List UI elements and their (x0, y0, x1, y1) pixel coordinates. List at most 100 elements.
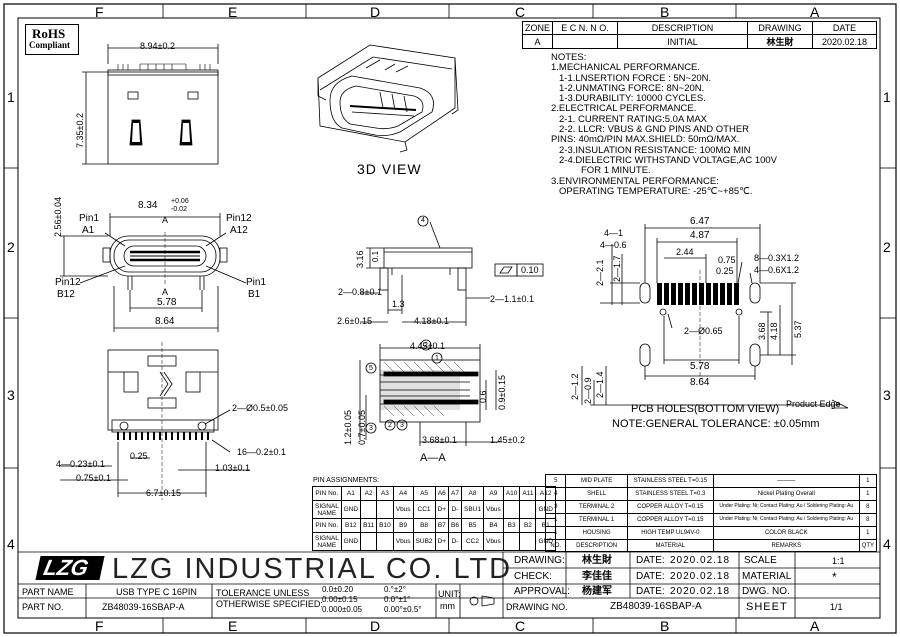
drawing-no-label: DRAWING NO. (506, 602, 568, 612)
zone-col-e: E (228, 4, 238, 20)
bom-no: 1 (544, 513, 567, 527)
note-line: 2.ELECTRICAL PERFORMANCE. (551, 103, 697, 115)
material-value: * (832, 570, 837, 584)
top-view (82, 44, 219, 165)
scale-value: 1:1 (832, 556, 845, 566)
tolerance-a: 0.0±0.20 (322, 585, 354, 594)
note-line: 1-2.UNMATING FORCE: 8N~20N. (559, 82, 705, 94)
label-pin1-top: Pin1 (79, 213, 100, 224)
label-a12: A12 (230, 225, 248, 236)
label-pin12-top: Pin12 (226, 213, 252, 224)
company-logo-text: LZG (41, 555, 91, 580)
dim-bot-025: 0.25 (130, 451, 148, 461)
pcb-view (581, 224, 849, 409)
side-view (360, 221, 544, 326)
dim-pcb-41: 4—1 (604, 228, 624, 238)
callout-2b: 2 (388, 422, 392, 429)
note-line: 1-1.LNSERTION FORCE : 5N~20N. (559, 72, 712, 84)
pin-cell: CC2 (461, 532, 484, 551)
zone-col-b-bottom: B (660, 618, 670, 634)
dim-pcb-864: 8.64 (690, 377, 710, 388)
rev-date: 2020.02.18 (812, 34, 877, 49)
note-line: 2-3.INSULATION RESISTANCE: 100MΩ MIN (559, 144, 751, 156)
callout-4: 4 (421, 217, 425, 224)
zone-col-c: C (515, 4, 526, 20)
label-product-edge: Product Edge (786, 399, 841, 409)
dim-bot-67: 6.7±0.15 (146, 488, 181, 498)
zone-row-1: 1 (7, 89, 15, 105)
dim-pcb-244: 2.44 (676, 247, 694, 257)
dwg-no-label: DWG. NO. (742, 586, 790, 597)
note-line: FOR 1 MINUTE. (581, 165, 651, 177)
pin-cell: SUB2 (412, 532, 436, 551)
zone-col-a-bottom: A (810, 618, 820, 634)
note-line: 2-4.DIELECTRIC WITHSTAND VOLTAGE,AC 100V (559, 154, 778, 166)
dim-front-inner-tol-up: +0.06 (171, 198, 189, 205)
note-line: 1.MECHANICAL PERFORMANCE. (551, 62, 701, 74)
dim-side-21: 2—1.1±0.1 (490, 294, 534, 304)
dim-side-418: 4.18±0.1 (414, 316, 449, 326)
check-label: CHECK: (514, 571, 552, 582)
label-section-aa: A—A (420, 452, 446, 464)
revision-table: ZONE E C N. N O. DESCRIPTION DRAWING DAT… (521, 21, 877, 49)
dim-side-flatness: 0.10 (521, 265, 539, 275)
dim-pcb-406x: 4—0.6X1.2 (754, 265, 800, 275)
three-d-view (317, 44, 459, 153)
material-label: MATERIAL (742, 571, 792, 582)
drawing-no-value: ZB48039-16SBAP-A (610, 601, 702, 612)
dim-pcb-075: 0.75 (718, 255, 736, 265)
note-line: 1-3.DURABILITY: 10000 CYCLES. (559, 93, 706, 105)
bom-table: 5 MID PLATE STAINLESS STEEL T=0.15 ——— 1… (544, 474, 878, 552)
zone-col-d-bottom: D (370, 618, 381, 634)
dim-pcb-065: 2—Ø0.65 (684, 326, 723, 336)
zone-col-f: F (95, 4, 104, 20)
zone-col-f-bottom: F (95, 618, 104, 634)
tolerance-line1: TOLERANCE UNLESS (216, 588, 310, 598)
callout-5: 5 (369, 365, 373, 372)
dim-sec-145: 1.45±0.2 (490, 435, 525, 445)
dim-pcb-578: 5.78 (690, 361, 710, 372)
label-pin1-bottom: Pin1 (246, 277, 267, 288)
date-label-1: DATE: (636, 555, 665, 566)
dim-side-13: 1.3 (392, 299, 405, 309)
pin-assign-title: PIN ASSIGNMENTS: (313, 477, 380, 484)
zone-col-b: B (660, 4, 670, 20)
rev-zone: A (521, 34, 554, 49)
zone-row-3: 3 (7, 387, 15, 403)
section-view (359, 215, 500, 446)
label-3d-view: 3D VIEW (357, 161, 422, 177)
dim-pcb-406: 4—0.6 (600, 240, 627, 250)
dim-pcb-803: 8—0.3X1.2 (754, 253, 800, 263)
dim-bot-04: 4—0.23±0.1 (56, 459, 105, 469)
dim-front-inner: 8.34 (138, 200, 158, 211)
callout-3b: 3 (400, 422, 404, 429)
dim-bot-05: 2—Ø0.5±0.05 (232, 403, 288, 413)
dim-sec-445: 4.45±0.1 (410, 341, 445, 351)
notes-block: NOTES: 1.MECHANICAL PERFORMANCE. 1-1.LNS… (551, 52, 778, 197)
approval-value: 杨建军 (582, 586, 612, 597)
pin-cell: Vbus (482, 532, 504, 551)
pin-cell: D- (448, 532, 462, 551)
angle-tol-b: 0.0°±1° (384, 595, 411, 604)
front-view (60, 213, 247, 332)
dim-side-28: 2—0.8±0.1 (338, 287, 382, 297)
part-no-value: ZB48039-16SBAP-A (102, 602, 185, 612)
dim-top-width: 8.94±0.2 (140, 41, 175, 51)
dim-front-inner-tol-dn: -0.02 (171, 206, 187, 213)
zone-col-e-bottom: E (228, 618, 238, 634)
zone-row-2-right: 2 (883, 239, 891, 255)
unit-value: mm (440, 601, 455, 611)
zone-row-2: 2 (7, 239, 15, 255)
date-label-2: DATE: (636, 571, 665, 582)
label-pin12-bottom: Pin12 (55, 277, 81, 288)
zone-col-d: D (370, 4, 381, 20)
zone-col-c-bottom: C (515, 618, 526, 634)
unit-label: UNIT: (438, 589, 461, 599)
zone-row-4: 4 (7, 536, 15, 552)
sheet-value: 1/1 (830, 602, 843, 612)
bottom-view (60, 342, 250, 500)
dim-sec-368: 3.68±0.1 (422, 435, 457, 445)
